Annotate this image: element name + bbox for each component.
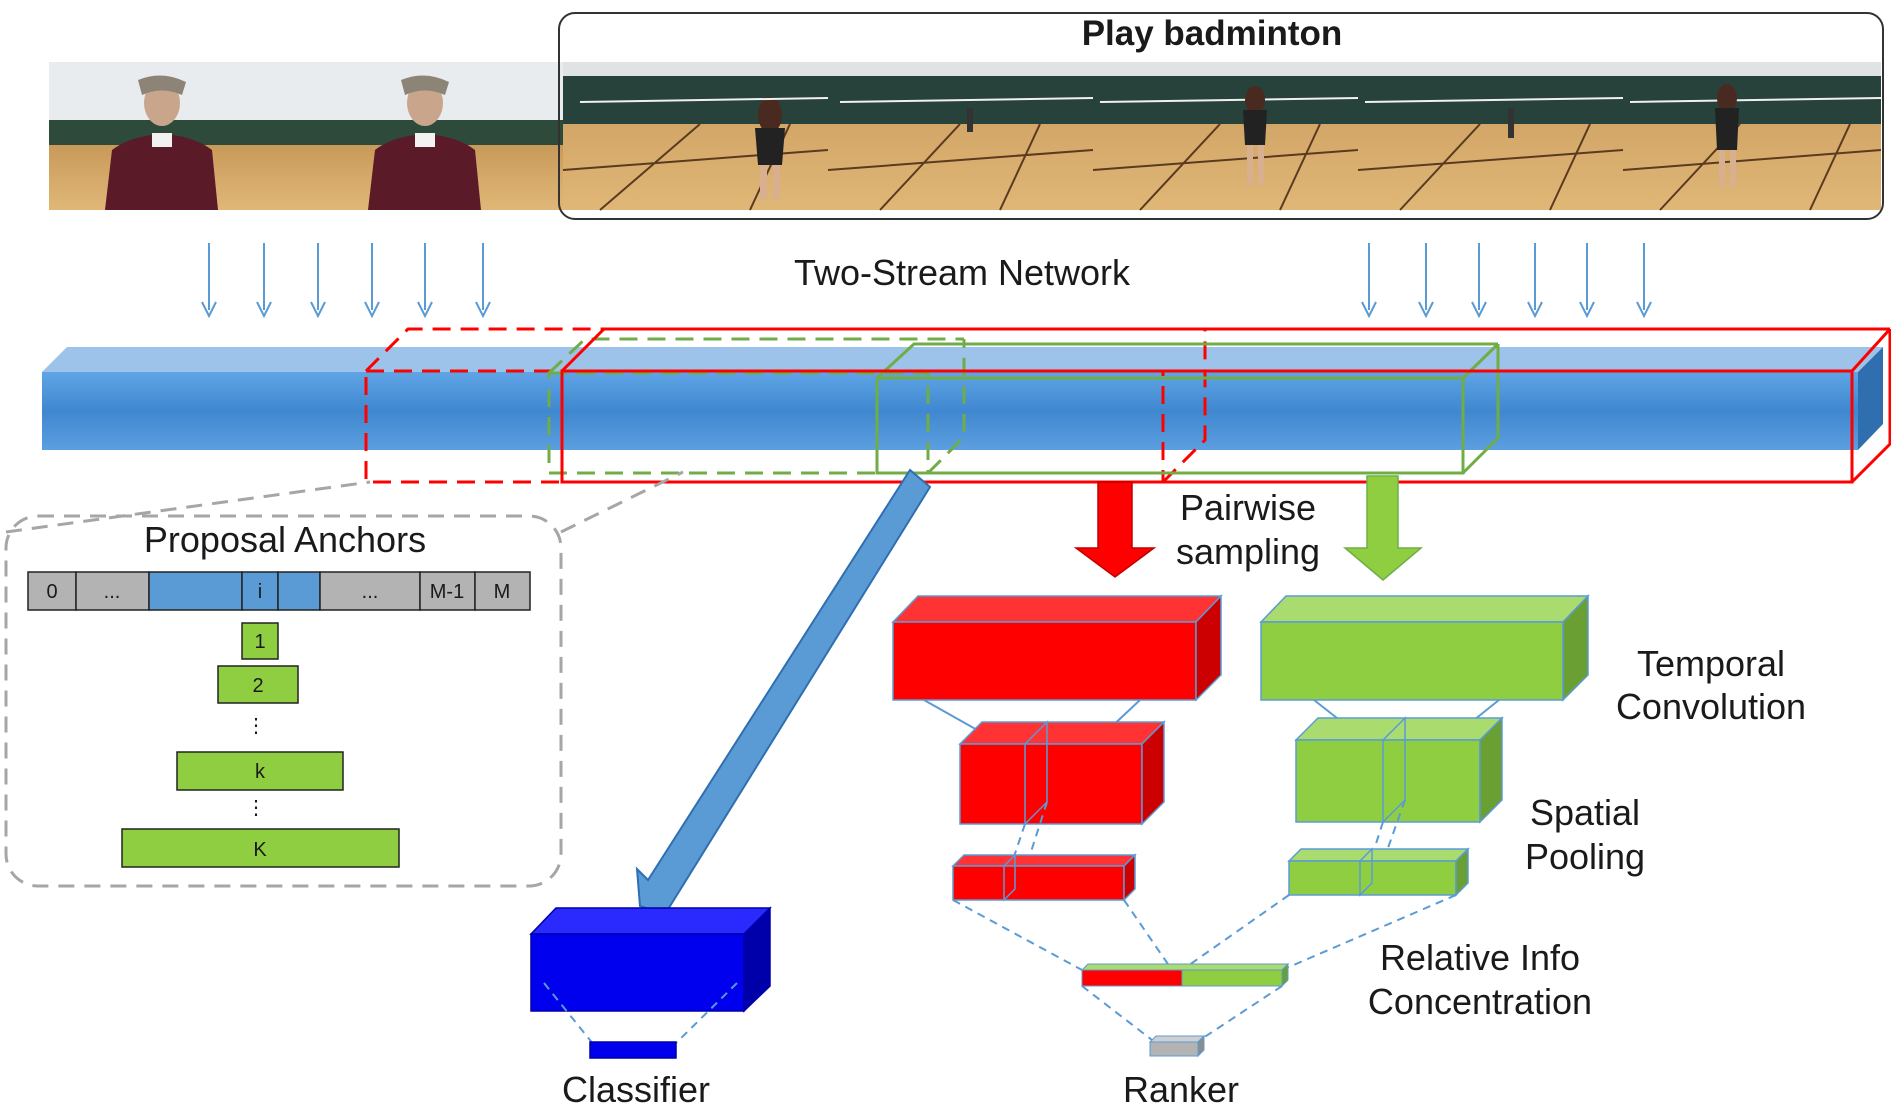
anchor-sequence-labels: 0 ... i ... M-1 M xyxy=(46,581,510,603)
classifier-vector xyxy=(589,1041,677,1059)
anchor-cell xyxy=(474,571,531,611)
ranker-vector xyxy=(1148,1034,1206,1058)
anchor-cell xyxy=(27,571,77,611)
frame-arrow xyxy=(364,243,380,319)
concentration-red-part xyxy=(1081,969,1183,987)
anchor-scale-label: k xyxy=(255,761,266,783)
concentration-links xyxy=(952,894,1457,1041)
anchor-sequence xyxy=(27,571,531,611)
video-frame-7 xyxy=(1622,62,1882,211)
zoom-line-left xyxy=(5,480,371,534)
frame-arrow xyxy=(1418,243,1434,319)
green-spatial-block xyxy=(1294,716,1504,824)
action-label: Play badminton xyxy=(1082,14,1343,53)
red-temporal-block xyxy=(891,594,1223,702)
anchor-scale-bar xyxy=(241,622,279,660)
zoom-line-right xyxy=(560,470,684,534)
video-frame-5 xyxy=(1092,62,1359,211)
feature-arrows xyxy=(201,243,1652,319)
anchor-scale-bar xyxy=(176,751,344,791)
anchor-scale-labels: 1 2 ⋮ k ⋮ K xyxy=(246,631,267,861)
temporal-label-line2: Convolution xyxy=(1616,686,1806,727)
frame-arrow xyxy=(1527,243,1543,319)
feature-stream-bar xyxy=(42,347,1883,450)
anchor-cell xyxy=(75,571,150,611)
anchor-cell-label: ... xyxy=(362,581,379,603)
pairwise-red-arrow xyxy=(1073,481,1157,578)
anchor-cell xyxy=(148,571,243,611)
video-frame-3 xyxy=(562,62,829,211)
relative-label-line1: Relative Info xyxy=(1380,937,1580,978)
frame-arrow xyxy=(475,243,491,319)
green-temporal-block xyxy=(1259,594,1590,702)
frame-arrow xyxy=(1579,243,1595,319)
anchor-cell-label: ... xyxy=(104,581,121,603)
anchor-scale-label: K xyxy=(253,839,267,861)
frame-arrow xyxy=(256,243,272,319)
anchor-scale-label: ⋮ xyxy=(246,797,266,819)
video-frame-2 xyxy=(296,62,563,210)
classifier-arrow xyxy=(635,468,932,919)
anchor-cell-label: M xyxy=(494,581,511,603)
red-spatial-block xyxy=(958,720,1166,826)
frame-arrow xyxy=(201,243,217,319)
relative-label-line2: Concentration xyxy=(1368,981,1592,1022)
anchors-dashed-border xyxy=(4,514,563,888)
frame-arrow xyxy=(417,243,433,319)
concentration-green-part xyxy=(1181,969,1283,987)
pairwise-green-arrow xyxy=(1342,475,1424,581)
red-proposal-solid xyxy=(560,327,1891,484)
video-frame-4 xyxy=(827,62,1094,211)
anchors-title: Proposal Anchors xyxy=(144,519,426,560)
pairwise-label-line1: Pairwise xyxy=(1180,487,1316,528)
video-frame-6 xyxy=(1357,62,1624,211)
anchor-cell xyxy=(319,571,421,611)
anchor-cell-label: i xyxy=(258,581,262,603)
pairwise-label-line2: sampling xyxy=(1176,531,1320,572)
anchor-cell-label: 0 xyxy=(46,581,57,603)
anchor-scales xyxy=(121,622,400,868)
two-stream-label: Two-Stream Network xyxy=(794,252,1131,293)
proposal-anchors-panel: Proposal Anchors 0 ... i ... M-1 M xyxy=(4,470,684,888)
ranker-label: Ranker xyxy=(1123,1069,1239,1110)
anchor-cell-label: M-1 xyxy=(430,581,464,603)
red-branch xyxy=(891,594,1223,902)
video-frames xyxy=(49,62,1882,211)
green-pooling-block xyxy=(1287,847,1470,897)
anchor-cell xyxy=(277,571,321,611)
anchor-cell xyxy=(241,571,279,611)
red-pooling-block xyxy=(951,853,1137,902)
classifier-block xyxy=(529,906,772,1059)
frame-arrow xyxy=(1636,243,1652,319)
frame-arrow xyxy=(1361,243,1377,319)
green-proposal-solid xyxy=(875,342,1500,475)
classifier-label: Classifier xyxy=(562,1069,710,1110)
anchor-scale-label: 1 xyxy=(254,631,265,653)
spatial-label-line2: Pooling xyxy=(1525,836,1645,877)
green-branch xyxy=(1259,594,1590,897)
anchor-scale-label: 2 xyxy=(252,675,263,697)
action-segment-box xyxy=(558,12,1884,220)
temporal-label-line1: Temporal xyxy=(1637,643,1785,684)
frame-arrow xyxy=(310,243,326,319)
anchor-scale-bar xyxy=(217,665,299,704)
anchor-scale-bar xyxy=(121,828,400,868)
video-frame-1 xyxy=(49,62,296,210)
concentration-vector xyxy=(1080,962,1290,988)
anchor-scale-label: ⋮ xyxy=(246,715,266,737)
frame-arrow xyxy=(1471,243,1487,319)
spatial-label-line1: Spatial xyxy=(1530,792,1640,833)
